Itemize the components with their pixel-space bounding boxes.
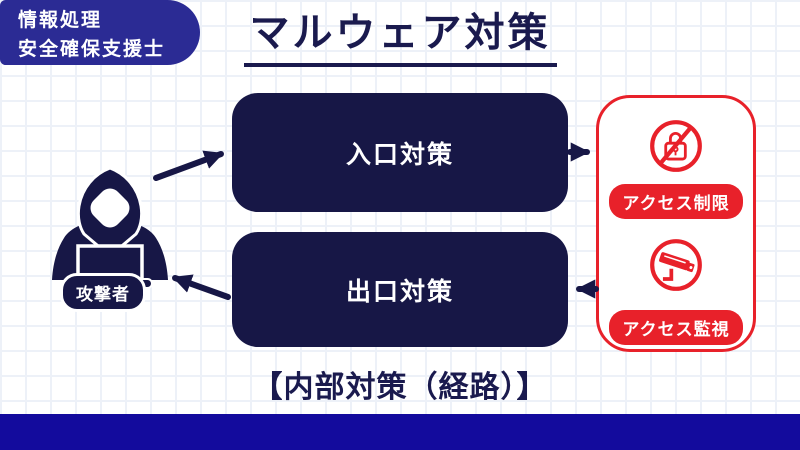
surveillance-camera-icon (650, 239, 702, 291)
footer-caption-text: 【内部対策（経路）】 (252, 371, 548, 404)
qualification-badge-line1: 情報処理 (18, 10, 103, 31)
arrow-exit-to-attacker (172, 274, 231, 300)
attacker-label: 攻撃者 (76, 285, 130, 304)
entrance-measure-box: 入口対策 (232, 93, 568, 212)
access-control-panel: アクセス制限 アクセス監視 (596, 95, 756, 352)
qualification-badge-line2: 安全確保支援士 (18, 39, 166, 61)
footer-caption: 【内部対策（経路）】 (0, 362, 800, 406)
access-monitoring-label: アクセス監視 (622, 320, 730, 339)
attacker-label-badge: 攻撃者 (60, 273, 146, 312)
access-restriction-label: アクセス制限 (622, 194, 730, 213)
access-monitoring-pill: アクセス監視 (609, 310, 743, 345)
page-title: マルウェア対策 (243, 0, 557, 67)
no-access-lock-icon (650, 120, 702, 172)
access-restriction-pill: アクセス制限 (609, 184, 743, 219)
qualification-badge: 情報処理 安全確保支援士 (0, 0, 200, 65)
bottom-accent-bar (0, 414, 800, 450)
page-title-wrap: マルウェア対策 (0, 0, 800, 67)
exit-measure-box: 出口対策 (232, 232, 568, 347)
exit-measure-label: 出口対策 (345, 277, 454, 306)
entrance-measure-label: 入口対策 (345, 140, 454, 169)
